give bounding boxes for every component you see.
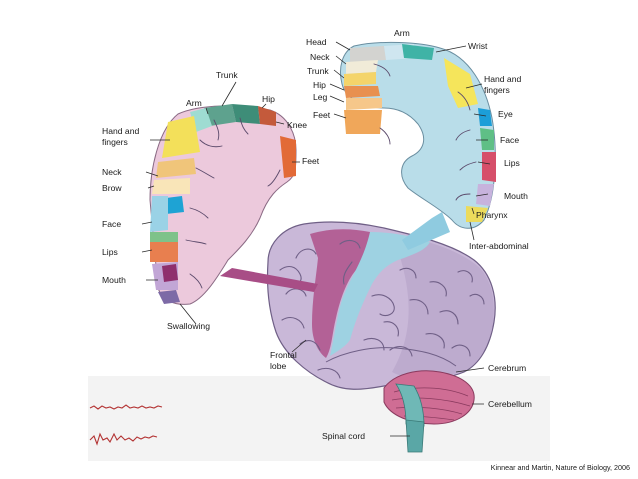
- label-sensory-eye: Eye: [498, 109, 513, 119]
- cerebellum-folia: [391, 387, 471, 421]
- label-sensory-head: Head: [306, 37, 327, 47]
- label-sensory-neck: Neck: [310, 52, 330, 62]
- sensory-segment-head: [350, 46, 386, 62]
- label-motor-swallowing: Swallowing: [167, 321, 210, 331]
- motor-segment-trunk: [204, 104, 236, 126]
- label-motor-hip: Hip: [262, 94, 275, 104]
- label-sensory-feet: Feet: [313, 110, 331, 120]
- motor-segment-lips-upper: [150, 232, 178, 242]
- label-motor-trunk: Trunk: [216, 70, 238, 80]
- label-sensory-hand-and: Hand and: [484, 74, 521, 84]
- label-lobe: lobe: [270, 361, 286, 371]
- temporal-lobe-outline: [325, 347, 457, 367]
- sensory-segment-lips: [482, 152, 496, 182]
- motor-connector-band: [220, 268, 318, 292]
- label-cerebrum: Cerebrum: [488, 363, 526, 373]
- label-motor-hand-and: Hand and: [102, 126, 139, 136]
- sensory-segment-eye: [478, 108, 492, 126]
- motor-segment-eye: [166, 196, 184, 214]
- sensory-segment-leg: [346, 98, 382, 110]
- sensory-segment-hip: [344, 86, 380, 98]
- sensory-segment-face: [480, 128, 494, 150]
- sensory-segment-trunk: [344, 72, 376, 86]
- sensory-segment-hand: [444, 58, 478, 108]
- spinal-cord: [405, 419, 425, 453]
- label-motor-mouth: Mouth: [102, 275, 126, 285]
- eeg-trace-bottom: [89, 432, 158, 446]
- label-sensory-hip: Hip: [313, 80, 326, 90]
- label-sensory-pharynx: Pharynx: [476, 210, 508, 220]
- label-sensory-leg: Leg: [313, 92, 328, 102]
- eeg-trace-top: [89, 404, 163, 410]
- motor-segment-tongue: [162, 264, 178, 282]
- label-sensory-arm: Arm: [394, 28, 410, 38]
- sensory-connector-band: [402, 212, 450, 250]
- label-sensory-inter-abdominal: Inter-abdominal: [469, 241, 529, 251]
- label-frontal: Frontal: [270, 350, 297, 360]
- motor-segment-brow: [152, 178, 190, 194]
- motor-segment-face: [150, 196, 168, 232]
- label-motor-knee: Knee: [287, 120, 307, 130]
- label-sensory-trunk: Trunk: [307, 66, 329, 76]
- label-sensory-wrist: Wrist: [468, 41, 488, 51]
- sensory-segment-mouth: [476, 184, 494, 206]
- label-motor-arm: Arm: [186, 98, 202, 108]
- motor-segment-hand: [162, 116, 200, 158]
- label-motor-brow: Brow: [102, 183, 122, 193]
- label-spinal-cord: Spinal cord: [322, 431, 365, 441]
- motor-segment-hip: [232, 104, 260, 124]
- motor-segment-jaw: [158, 290, 180, 304]
- sensory-segment-feet: [344, 110, 382, 134]
- sensory-segment-wrist: [402, 44, 434, 60]
- sensory-nerves: [373, 63, 477, 201]
- cerebellum: [383, 370, 475, 425]
- brain-illustration: [266, 221, 496, 453]
- motor-segment-knee: [258, 106, 276, 126]
- label-motor-neck: Neck: [102, 167, 122, 177]
- label-sensory-mouth: Mouth: [504, 191, 528, 201]
- leader-lines: [141, 41, 491, 437]
- label-motor-face: Face: [102, 219, 121, 229]
- label-cerebellum: Cerebellum: [488, 399, 532, 409]
- sensory-segment-neck: [346, 60, 378, 74]
- motor-nerves: [185, 117, 281, 289]
- motor-cortex-band: [310, 229, 373, 358]
- sensory-segment-pharynx: [466, 206, 488, 222]
- label-sensory-face: Face: [500, 135, 519, 145]
- label-motor-feet: Feet: [302, 156, 320, 166]
- cerebral-shading: [392, 234, 494, 378]
- motor-segment-feet: [280, 136, 296, 178]
- figure-caption: Kinnear and Martin, Nature of Biology, 2…: [491, 463, 630, 472]
- brain-gyri: [279, 239, 485, 379]
- label-motor-lips: Lips: [102, 247, 118, 257]
- label-motor-fingers: fingers: [102, 137, 128, 147]
- figure-bottom-band: [88, 376, 550, 461]
- sensory-cortex-section: [340, 41, 496, 229]
- label-sensory-fingers: fingers: [484, 85, 510, 95]
- label-sensory-lips: Lips: [504, 158, 520, 168]
- motor-segment-neck: [156, 158, 196, 178]
- motor-cortex-section: [149, 104, 297, 305]
